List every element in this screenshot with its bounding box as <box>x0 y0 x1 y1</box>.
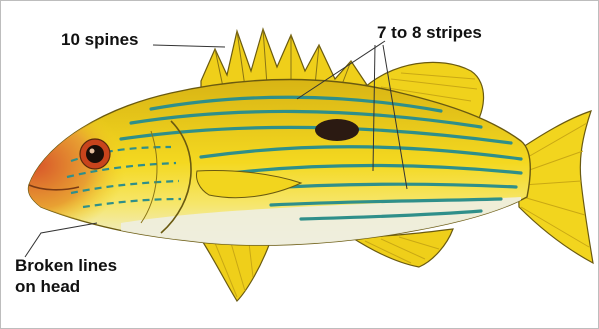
black-spot <box>315 119 359 141</box>
pelvic-fin <box>201 239 269 301</box>
stripes-label: 7 to 8 stripes <box>377 22 482 43</box>
broken-lines-label-line2: on head <box>15 276 117 297</box>
spines-leader <box>153 45 225 47</box>
broken-lines-label: Broken lines on head <box>15 255 117 297</box>
eye <box>80 139 110 169</box>
spines-label: 10 spines <box>61 29 139 50</box>
broken-lines-label-line1: Broken lines <box>15 255 117 276</box>
broken-leader <box>25 223 97 257</box>
